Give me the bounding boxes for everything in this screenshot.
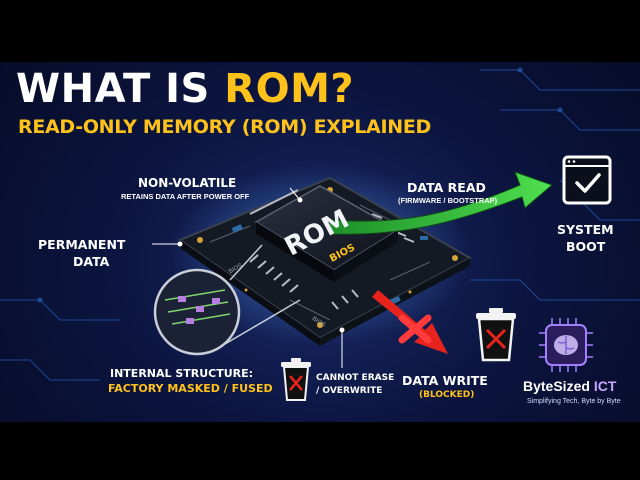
data-read-sublabel: (FIRMWARE / BOOTSTRAP): [398, 196, 498, 205]
letterbox-bottom: [0, 422, 640, 480]
data-label: DATA: [73, 254, 110, 269]
trash-can-icon: [476, 308, 516, 362]
non-volatile-sublabel: RETAINS DATA AFTER POWER OFF: [121, 192, 250, 201]
page-subtitle: READ-ONLY MEMORY (ROM) EXPLAINED: [18, 116, 431, 138]
brand-name-main: ByteSized: [523, 378, 594, 394]
permanent-label: PERMANENT: [38, 237, 126, 252]
internal-structure-zoom: [153, 244, 301, 356]
boot-label: BOOT: [566, 239, 606, 254]
title-highlight: ROM?: [224, 66, 355, 112]
callout-lines: [152, 187, 345, 368]
overwrite-label: / OVERWRITE: [316, 386, 383, 396]
cannot-erase-label: CANNOT ERASE: [316, 373, 395, 383]
checkmark-window-icon: [562, 155, 612, 205]
brand-name: ByteSized ICT: [523, 378, 616, 394]
page-title: WHAT IS ROM?: [16, 66, 354, 112]
title-prefix: WHAT IS: [16, 66, 225, 112]
factory-label: FACTORY MASKED / FUSED: [108, 382, 273, 395]
small-trash-can-icon: [281, 358, 311, 401]
blocked-label: (BLOCKED): [419, 390, 475, 400]
data-read-label: DATA READ: [407, 180, 486, 195]
brand-tagline: Simplifying Tech, Byte by Byte: [527, 398, 621, 405]
system-label: SYSTEM: [557, 222, 614, 237]
data-read-arrow: [329, 171, 553, 235]
brain-chip-logo-icon: [539, 318, 593, 372]
data-write-label: DATA WRITE: [402, 373, 488, 388]
letterbox-top: [0, 0, 640, 62]
internal-structure-label: INTERNAL STRUCTURE:: [110, 367, 254, 380]
pcb-traces: [209, 204, 431, 321]
brand-name-accent: ICT: [593, 378, 617, 394]
non-volatile-label: NON-VOLATILE: [138, 176, 237, 190]
data-write-arrow: [372, 290, 448, 354]
